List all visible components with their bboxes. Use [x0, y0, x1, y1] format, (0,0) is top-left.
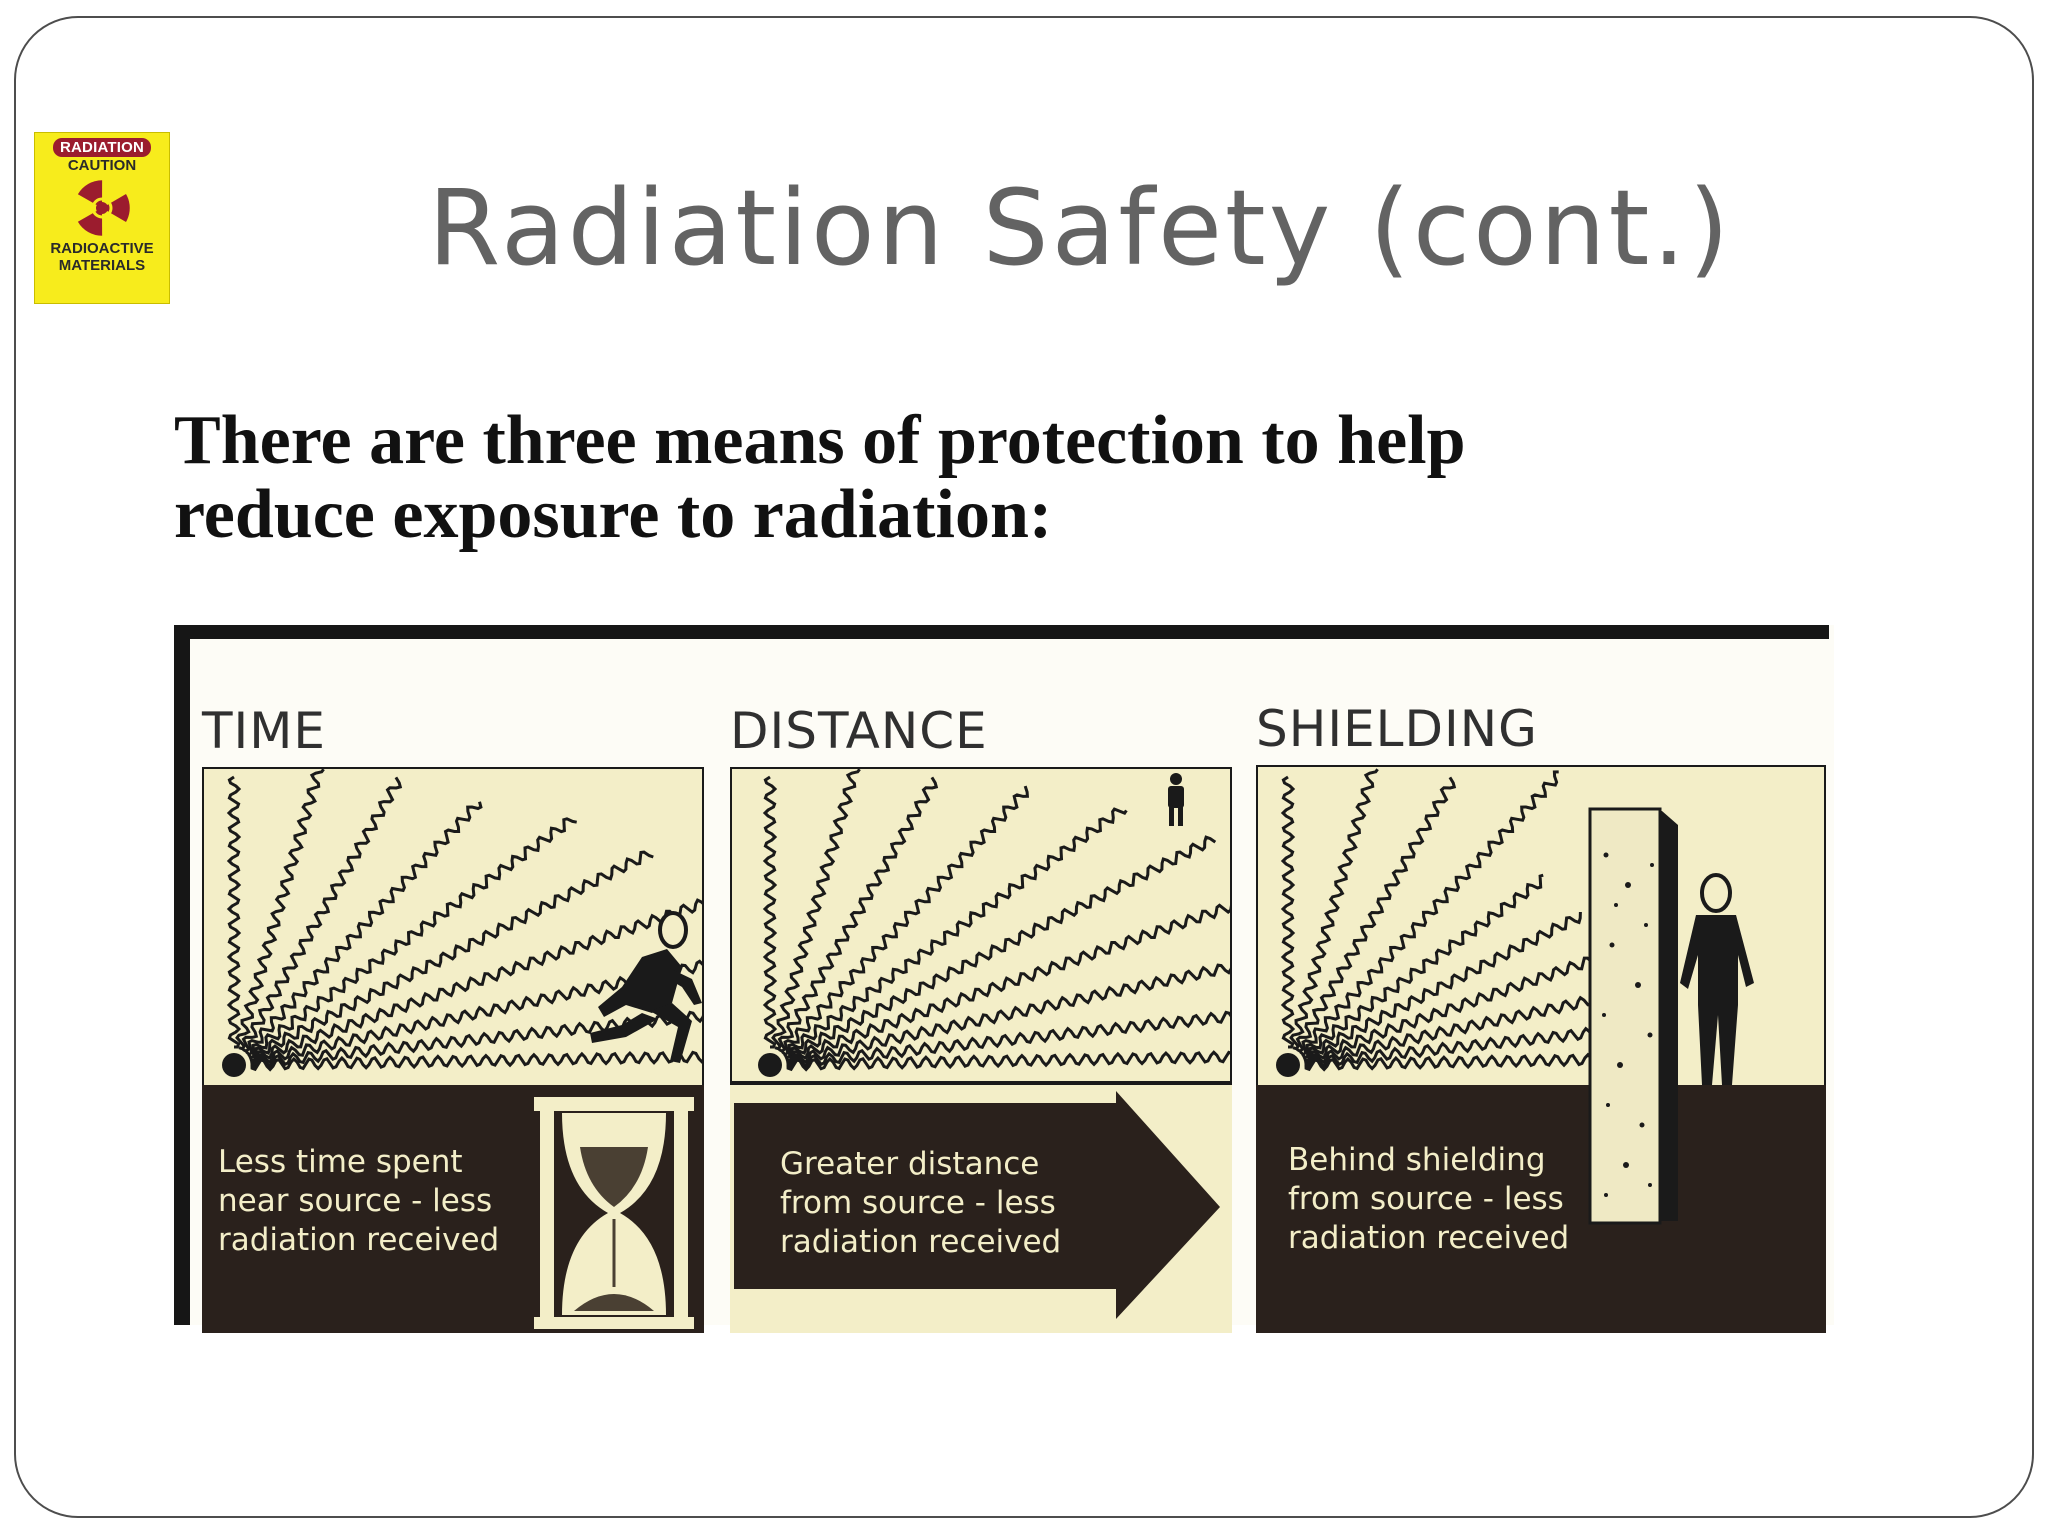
panel-caption-distance: Greater distance from source - less radi…: [780, 1145, 1061, 1262]
radiation-ray: [785, 899, 1232, 1064]
radiation-source: [1276, 1053, 1300, 1077]
trefoil-icon: [77, 180, 130, 236]
protection-figure: TIME: [174, 625, 1834, 1333]
panel-caption-shielding: Behind shielding from source - less radi…: [1288, 1141, 1569, 1258]
standing-man-figure: [1680, 873, 1754, 1085]
distant-man-figure: [1168, 773, 1184, 826]
radiation-ray: [235, 768, 325, 1051]
radiation-ray: [1304, 992, 1612, 1067]
sign-caution-label: CAUTION: [67, 157, 137, 174]
radiation-ray: [1301, 873, 1544, 1060]
radiation-ray: [771, 768, 861, 1051]
intro-text: There are three means of protection to h…: [174, 404, 1774, 552]
radiation-waves: [762, 768, 1232, 1072]
panel-time: Less time spent near source - less radia…: [202, 767, 704, 1333]
caption-line: Behind shielding: [1288, 1142, 1546, 1178]
panel-shielding: Behind shielding from source - less radi…: [1256, 765, 1826, 1333]
intro-line-1: There are three means of protection to h…: [174, 402, 1466, 479]
radiation-ray: [1303, 950, 1611, 1064]
radiation-ray: [250, 1010, 704, 1070]
radiation-ray: [249, 898, 704, 1064]
ground-band: [1256, 1085, 1826, 1333]
radiation-ray: [247, 817, 577, 1060]
slide-title: Radiation Safety (cont.): [427, 167, 1733, 289]
caption-line: near source - less: [218, 1183, 493, 1219]
caption-line: from source - less: [1288, 1181, 1564, 1217]
figure-top-border: [174, 625, 1829, 639]
radiation-ray: [1302, 911, 1582, 1062]
radiation-ray: [786, 1050, 1232, 1072]
radiation-ray: [241, 776, 403, 1054]
radiation-ray: [784, 835, 1217, 1062]
caption-line: radiation received: [1288, 1220, 1570, 1256]
radiation-ray: [250, 1050, 704, 1072]
panel-heading-distance: DISTANCE: [730, 702, 988, 760]
intro-line-2: reduce exposure to radiation:: [174, 476, 1053, 553]
radiation-ray: [1299, 770, 1559, 1057]
radiation-ray: [1304, 1025, 1618, 1070]
panel-heading-shielding: SHIELDING: [1256, 700, 1538, 758]
sign-line-1: RADIOACTIVE: [50, 240, 154, 257]
radiation-ray: [1304, 1052, 1620, 1072]
radiation-ray: [1280, 775, 1296, 1049]
radiation-ray: [783, 807, 1128, 1060]
panel-heading-time: TIME: [202, 702, 327, 760]
radiation-ray: [777, 776, 939, 1054]
radiation-ray: [786, 1010, 1232, 1070]
arrow-right-icon: [734, 1091, 1220, 1319]
radiation-ray: [226, 775, 242, 1049]
radiation-ray: [1289, 768, 1379, 1051]
radiation-caution-sign: RADIATION CAUTION RADIOACTIVE MATERIALS: [34, 132, 170, 304]
caption-line: Greater distance: [780, 1146, 1040, 1182]
sign-badge: RADIATION: [52, 138, 151, 157]
caption-line: radiation received: [218, 1222, 500, 1258]
radiation-ray: [248, 850, 654, 1062]
caption-line: from source - less: [780, 1185, 1056, 1221]
hourglass-icon: [534, 1097, 694, 1329]
radiation-ray: [781, 785, 1030, 1057]
radiation-source: [222, 1053, 246, 1077]
radiation-ray: [245, 801, 483, 1057]
running-man-figure: [590, 911, 702, 1063]
panel-distance: Greater distance from source - less radi…: [730, 767, 1232, 1333]
figure-left-border: [174, 625, 190, 1325]
panel-caption-time: Less time spent near source - less radia…: [218, 1143, 499, 1260]
radiation-ray: [1295, 776, 1457, 1054]
radiation-source: [758, 1053, 782, 1077]
caption-line: radiation received: [780, 1224, 1062, 1260]
sign-line-2: MATERIALS: [58, 257, 146, 274]
shield-wall-icon: [1588, 807, 1678, 1225]
panel-time-illustration: [202, 767, 704, 1333]
caption-line: Less time spent: [218, 1144, 463, 1180]
panel-shielding-illustration: [1256, 765, 1826, 1333]
radiation-waves: [1280, 768, 1620, 1072]
panel-distance-illustration: [730, 767, 1232, 1333]
radiation-ray: [762, 775, 778, 1049]
radiation-ray: [786, 961, 1232, 1067]
